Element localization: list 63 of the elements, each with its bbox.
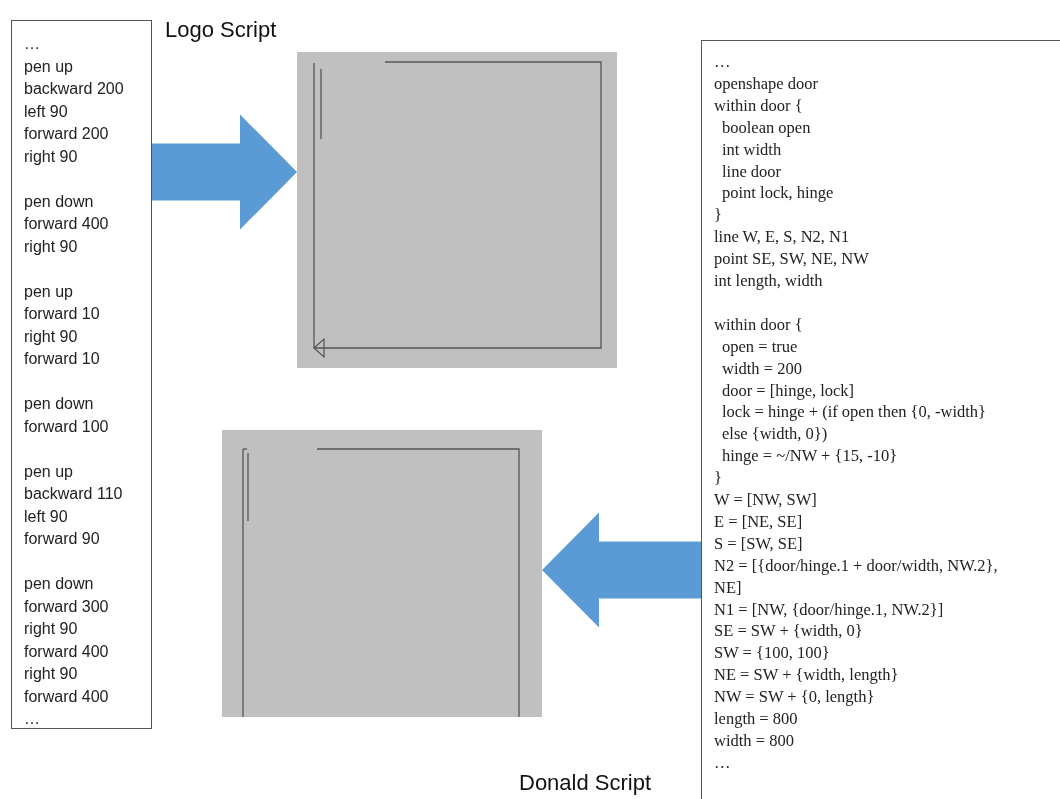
code-line: line door <box>722 160 783 183</box>
code-line: … <box>24 709 40 729</box>
code-line: forward 400 <box>24 641 109 662</box>
script-title: Logo Script <box>165 17 277 43</box>
script-title: Donald Script <box>519 770 652 796</box>
code-line: pen down <box>24 574 94 594</box>
code-line: left 90 <box>24 506 68 527</box>
block-arrow <box>152 114 297 230</box>
code-line: backward 200 <box>24 79 124 99</box>
code-line: … <box>24 34 40 54</box>
code-line: forward 400 <box>24 686 109 707</box>
code-line: int length, width <box>714 270 824 292</box>
code-line: … <box>714 51 732 73</box>
code-line: pen down <box>24 191 94 212</box>
code-line: width = 200 <box>722 357 803 380</box>
code-line: pen up <box>24 281 73 302</box>
drawing-panel <box>222 430 542 717</box>
code-line: N2 = [{door/hinge.1 + door/width, NW.2}, NE] <box>714 554 999 599</box>
code-line: forward 200 <box>24 124 109 144</box>
code-line: forward 300 <box>24 596 109 617</box>
code-line: backward 110 <box>24 484 123 504</box>
code-line: length = 800 <box>714 708 799 730</box>
block-arrow <box>542 512 701 628</box>
code-line: NW = SW + {0, length} <box>714 686 876 708</box>
code-line: open = true <box>722 335 799 358</box>
code-line: pen up <box>24 461 73 482</box>
code-line: forward 100 <box>24 416 109 437</box>
code-line: right 90 <box>24 236 78 257</box>
code-line: E = [NE, SE] <box>714 510 804 533</box>
code-line: right 90 <box>24 326 78 347</box>
code-line: hinge = ~/NW + {15, -10} <box>722 445 899 468</box>
code-line: pen down <box>24 394 94 414</box>
code-line: right 90 <box>24 619 78 639</box>
code-line: N1 = [NW, {door/hinge.1, NW.2}] <box>714 598 945 621</box>
code-listing-box <box>701 40 1060 799</box>
code-line: line W, E, S, N2, N1 <box>714 226 851 249</box>
code-line: } <box>714 204 723 227</box>
code-line: forward 400 <box>24 214 109 234</box>
code-line: SE = SW + {width, 0} <box>714 620 864 643</box>
code-line: int width <box>722 138 783 161</box>
code-line: door = [hinge, lock] <box>722 379 856 402</box>
code-line: NE = SW + {width, length} <box>714 664 900 687</box>
code-line: within door { <box>714 313 804 336</box>
code-line: openshape door <box>714 72 819 95</box>
code-line: pen up <box>24 56 73 77</box>
code-line: boolean open <box>722 116 812 139</box>
code-line: forward 90 <box>24 529 100 549</box>
code-line: forward 10 <box>24 304 100 324</box>
code-line: W = [NW, SW] <box>714 489 818 511</box>
code-line: left 90 <box>24 101 68 122</box>
code-line: SW = {100, 100} <box>714 642 831 665</box>
code-line: lock = hinge + (if open then {0, -width} else {width, 0}) <box>722 401 988 446</box>
code-line: right 90 <box>24 664 78 684</box>
code-line: right 90 <box>24 146 78 167</box>
code-line: } <box>714 467 723 489</box>
code-line: S = [SW, SE] <box>714 532 804 555</box>
code-line: point lock, hinge <box>722 182 835 205</box>
code-line: point SE, SW, NE, NW <box>714 248 870 270</box>
code-line: forward 10 <box>24 349 100 369</box>
code-line: within door { <box>714 94 804 117</box>
code-line: … <box>714 751 732 774</box>
code-line: width = 800 <box>714 729 795 752</box>
code-listing-box <box>11 20 152 729</box>
